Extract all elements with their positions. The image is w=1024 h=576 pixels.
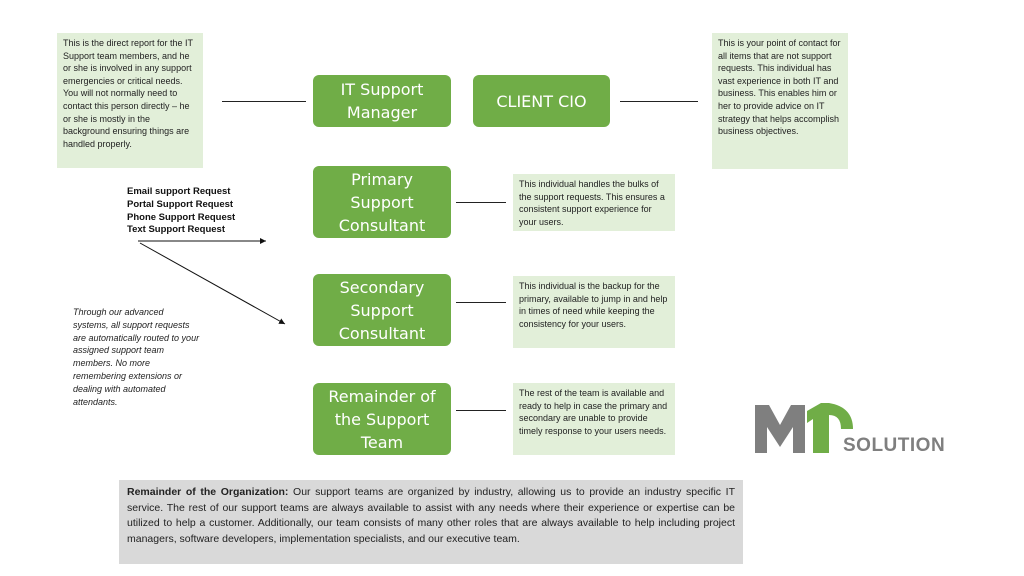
secondary-support-consultant-box: Secondary Support Consultant (313, 274, 451, 346)
client-cio-connector (620, 101, 698, 102)
it-manager-connector (222, 101, 306, 102)
channel-portal: Portal Support Request (127, 198, 234, 210)
organization-label: Remainder of the Organization: (127, 486, 289, 498)
routing-note: Through our advanced systems, all suppor… (73, 307, 200, 407)
remainder-support-team-box: Remainder of the Support Team (313, 383, 451, 455)
secondary-connector (456, 302, 506, 303)
m1-solution-logo: SOLUTION (753, 401, 945, 457)
secondary-note: This individual is the backup for the pr… (513, 276, 675, 348)
logo-wordmark: SOLUTION (843, 435, 946, 456)
primary-support-consultant-box: Primary Support Consultant (313, 166, 451, 238)
channel-phone: Phone Support Request (127, 211, 236, 223)
remainder-note: The rest of the team is available and re… (513, 383, 675, 455)
client-cio-note: This is your point of contact for all it… (712, 33, 848, 169)
channel-email: Email support Request (127, 186, 231, 197)
client-cio-box: CLIENT CIO (473, 75, 610, 127)
support-channels-list: Email support Request Portal Support Req… (127, 186, 287, 237)
primary-note: This individual handles the bulks of the… (513, 174, 675, 231)
organization-summary: Remainder of the Organization: Our suppo… (119, 480, 743, 564)
organization-text: Our support teams are organized by indus… (127, 486, 735, 545)
primary-connector (456, 202, 506, 203)
it-manager-note: This is the direct report for the IT Sup… (57, 33, 203, 168)
arrow-to-secondary (139, 242, 286, 325)
remainder-connector (456, 410, 506, 411)
m1-logo-mark (755, 403, 853, 453)
it-support-manager-box: IT Support Manager (313, 75, 451, 127)
channel-text: Text Support Request (127, 224, 225, 236)
